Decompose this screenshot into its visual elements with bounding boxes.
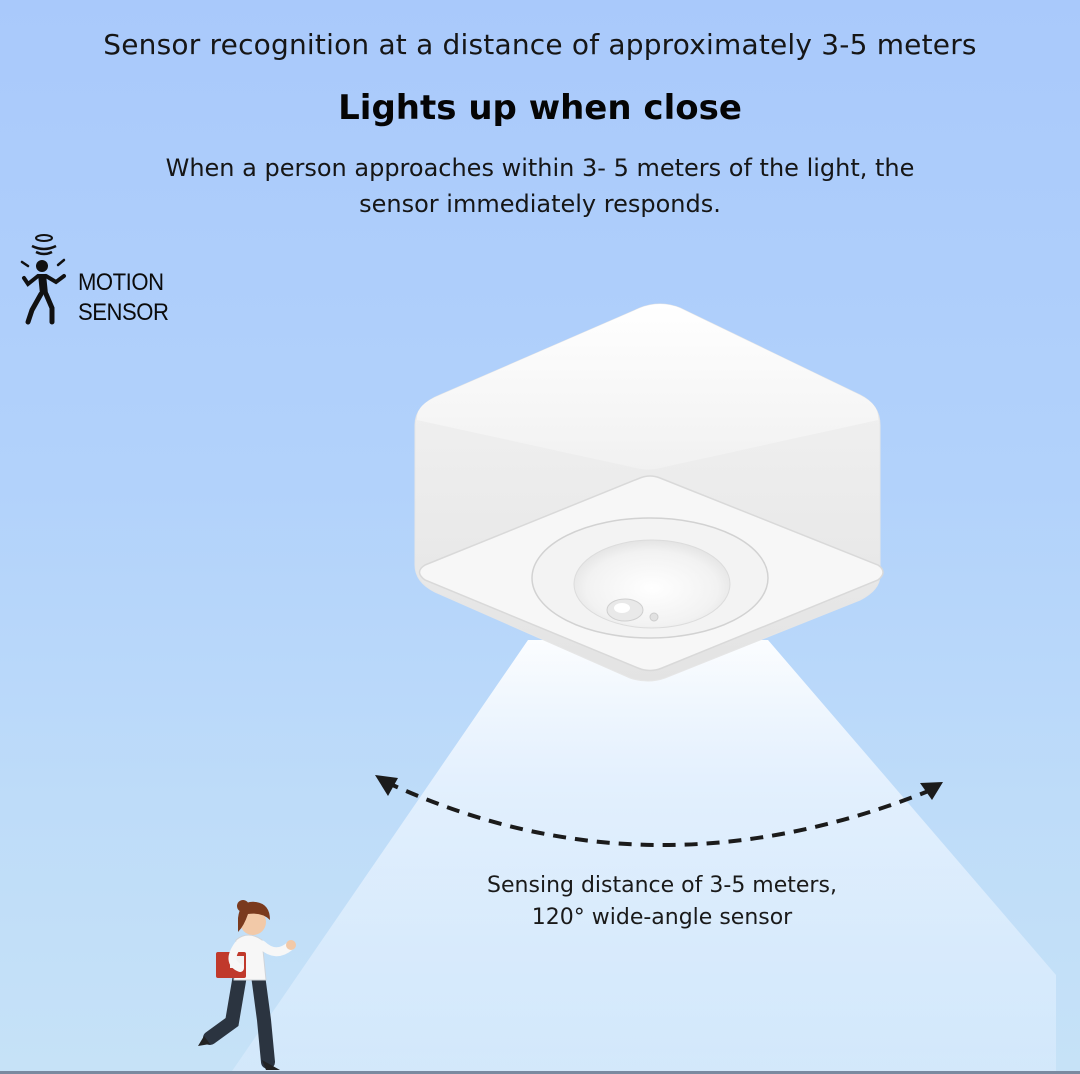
description: When a person approaches within 3- 5 met… [140, 150, 940, 222]
badge-line-2: SENSOR [78, 299, 169, 326]
caption-line-1: Sensing distance of 3-5 meters, [487, 873, 837, 898]
motion-sensor-label: MOTION SENSOR [78, 268, 169, 328]
light-beam [230, 640, 1056, 1074]
description-line-1: When a person approaches within 3- 5 met… [165, 154, 915, 182]
motion-sensor-badge: MOTION SENSOR [18, 232, 178, 332]
page-title: Lights up when close [338, 88, 742, 128]
arc-left-arrowhead [375, 775, 398, 796]
walking-person-illustration [198, 900, 296, 1070]
badge-line-1: MOTION [78, 269, 164, 296]
headline: Sensor recognition at a distance of appr… [103, 28, 977, 61]
caption-line-2: 120° wide-angle sensor [531, 905, 793, 930]
description-line-2: sensor immediately responds. [359, 190, 721, 218]
ceiling-sensor-light [414, 303, 884, 682]
motion-sensor-icon [20, 234, 66, 325]
arc-right-arrowhead [920, 782, 943, 800]
sensing-caption: Sensing distance of 3-5 meters, 120° wid… [412, 870, 912, 934]
bottom-divider [0, 1071, 1080, 1074]
